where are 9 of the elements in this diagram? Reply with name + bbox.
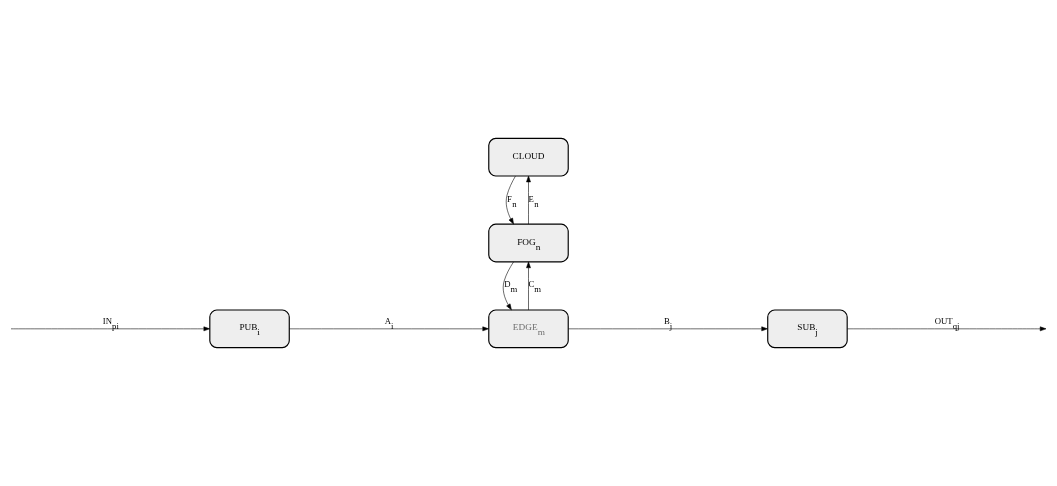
arrow xyxy=(502,261,514,311)
arrow xyxy=(568,326,768,332)
arrow xyxy=(526,175,531,225)
arrow xyxy=(505,175,516,225)
arrow xyxy=(847,326,1047,332)
arrow xyxy=(289,326,489,332)
node-box: CLOUD xyxy=(488,137,569,177)
arrow xyxy=(526,261,531,311)
arrow xyxy=(10,326,210,332)
